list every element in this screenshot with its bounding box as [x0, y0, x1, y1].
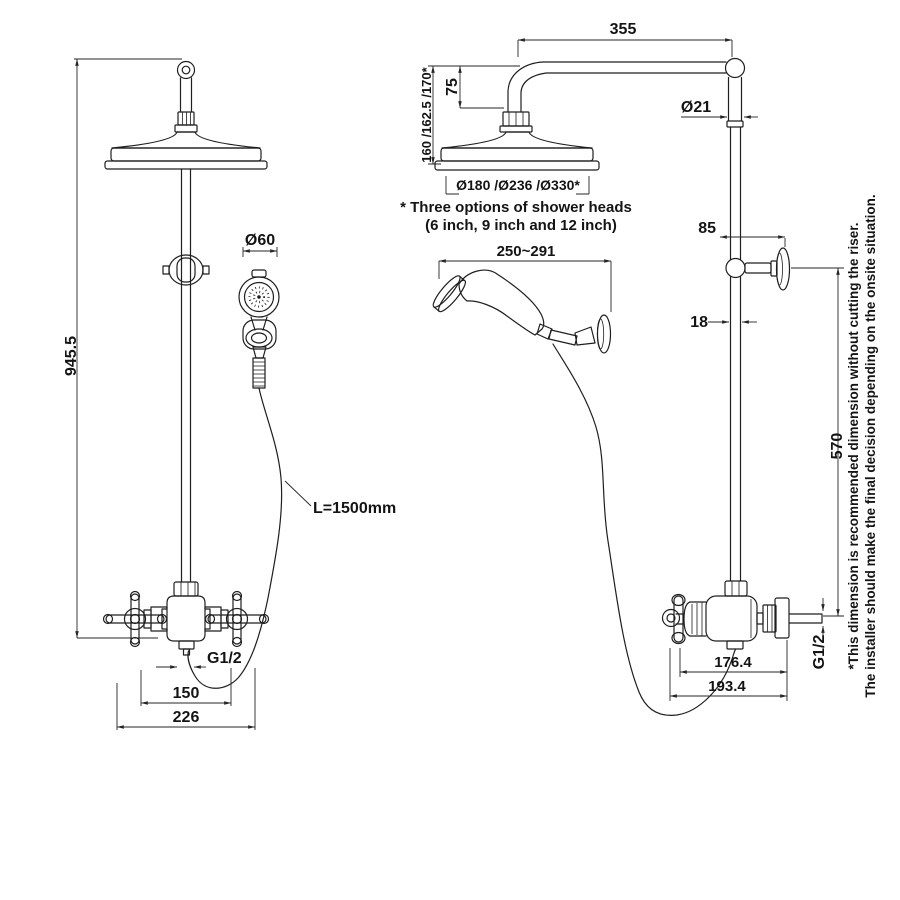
head-height-options-label: 160 /162.5 /170*	[419, 66, 434, 162]
front-hose	[187, 387, 283, 689]
handset-projection-label: 250~291	[497, 243, 556, 260]
inlet-spacing-label: 150	[173, 685, 200, 702]
front-shower-head	[104, 131, 268, 170]
front-valve	[102, 581, 270, 656]
dim-arm-drop: 75	[444, 65, 504, 109]
arm-drop-label: 75	[444, 78, 461, 96]
side-view	[432, 57, 823, 717]
dim-head-height-options: 160 /162.5 /170*	[419, 65, 520, 165]
front-view	[102, 60, 283, 689]
outlet-thread-front-label: G1/2	[207, 650, 242, 667]
dim-bracket-projection: 85	[698, 220, 786, 247]
dim-handset-projection: 250~291	[438, 243, 612, 312]
front-handset	[238, 269, 280, 389]
dim-riser-length: 570	[791, 267, 846, 617]
dim-handset-diameter: Ø60	[242, 232, 278, 257]
side-arm-ball	[724, 57, 746, 79]
dim-riser-lower-diameter: 18	[690, 314, 757, 331]
overall-width-label: 226	[173, 709, 200, 726]
dim-inlet-spacing: 150	[140, 668, 232, 706]
bracket-projection-label: 85	[698, 220, 716, 237]
dim-overall-height-label: 945.5	[63, 336, 80, 376]
side-riser-pipe	[726, 76, 744, 582]
side-hose	[552, 343, 737, 717]
dim-head-diameter-options: Ø180 /Ø236 /Ø330*	[445, 176, 590, 195]
side-shower-head	[434, 111, 600, 171]
riser-length-label: 570	[829, 433, 846, 460]
dim-valve-depth-to-handle: 176.4	[679, 640, 788, 701]
head-diameter-options-label: Ø180 /Ø236 /Ø330*	[456, 177, 580, 193]
arm-projection-label: 355	[610, 21, 637, 38]
riser-lower-diameter-label: 18	[690, 314, 708, 331]
front-riser-pipe	[180, 168, 192, 583]
valve-depth-to-handle-label: 176.4	[714, 654, 752, 671]
dim-riser-diameter: Ø21	[681, 99, 758, 119]
dim-overall-height: 945.5	[63, 58, 182, 639]
head-options-note-line2: (6 inch, 9 inch and 12 inch)	[425, 217, 617, 234]
front-arm	[174, 60, 198, 133]
side-valve	[661, 580, 823, 650]
dim-outlet-thread-front: G1/2	[156, 650, 242, 669]
front-left-handle	[102, 590, 168, 648]
side-arm	[507, 61, 727, 113]
front-right-handle	[204, 590, 270, 648]
dim-valve-overall-depth: 193.4	[669, 648, 788, 701]
side-wall-bracket	[725, 247, 791, 291]
riser-note-line2: The installer should make the final deci…	[863, 194, 878, 697]
label-hose-length: L=1500mm	[284, 480, 396, 517]
head-options-note-line1: * Three options of shower heads	[400, 199, 632, 216]
riser-note-line1: *This dimension is recommended dimension…	[846, 222, 861, 669]
dim-overall-width: 226	[116, 668, 256, 730]
dim-handset-diameter-label: Ø60	[245, 232, 275, 249]
dim-inlet-thread-side: G1/2	[811, 598, 828, 669]
inlet-thread-side-label: G1/2	[811, 635, 828, 670]
front-wall-bracket	[162, 254, 210, 286]
hose-length-label: L=1500mm	[313, 500, 396, 517]
riser-diameter-label: Ø21	[681, 99, 711, 116]
dim-arm-projection: 355	[517, 21, 733, 57]
valve-overall-depth-label: 193.4	[708, 678, 746, 695]
side-handset	[432, 269, 612, 354]
